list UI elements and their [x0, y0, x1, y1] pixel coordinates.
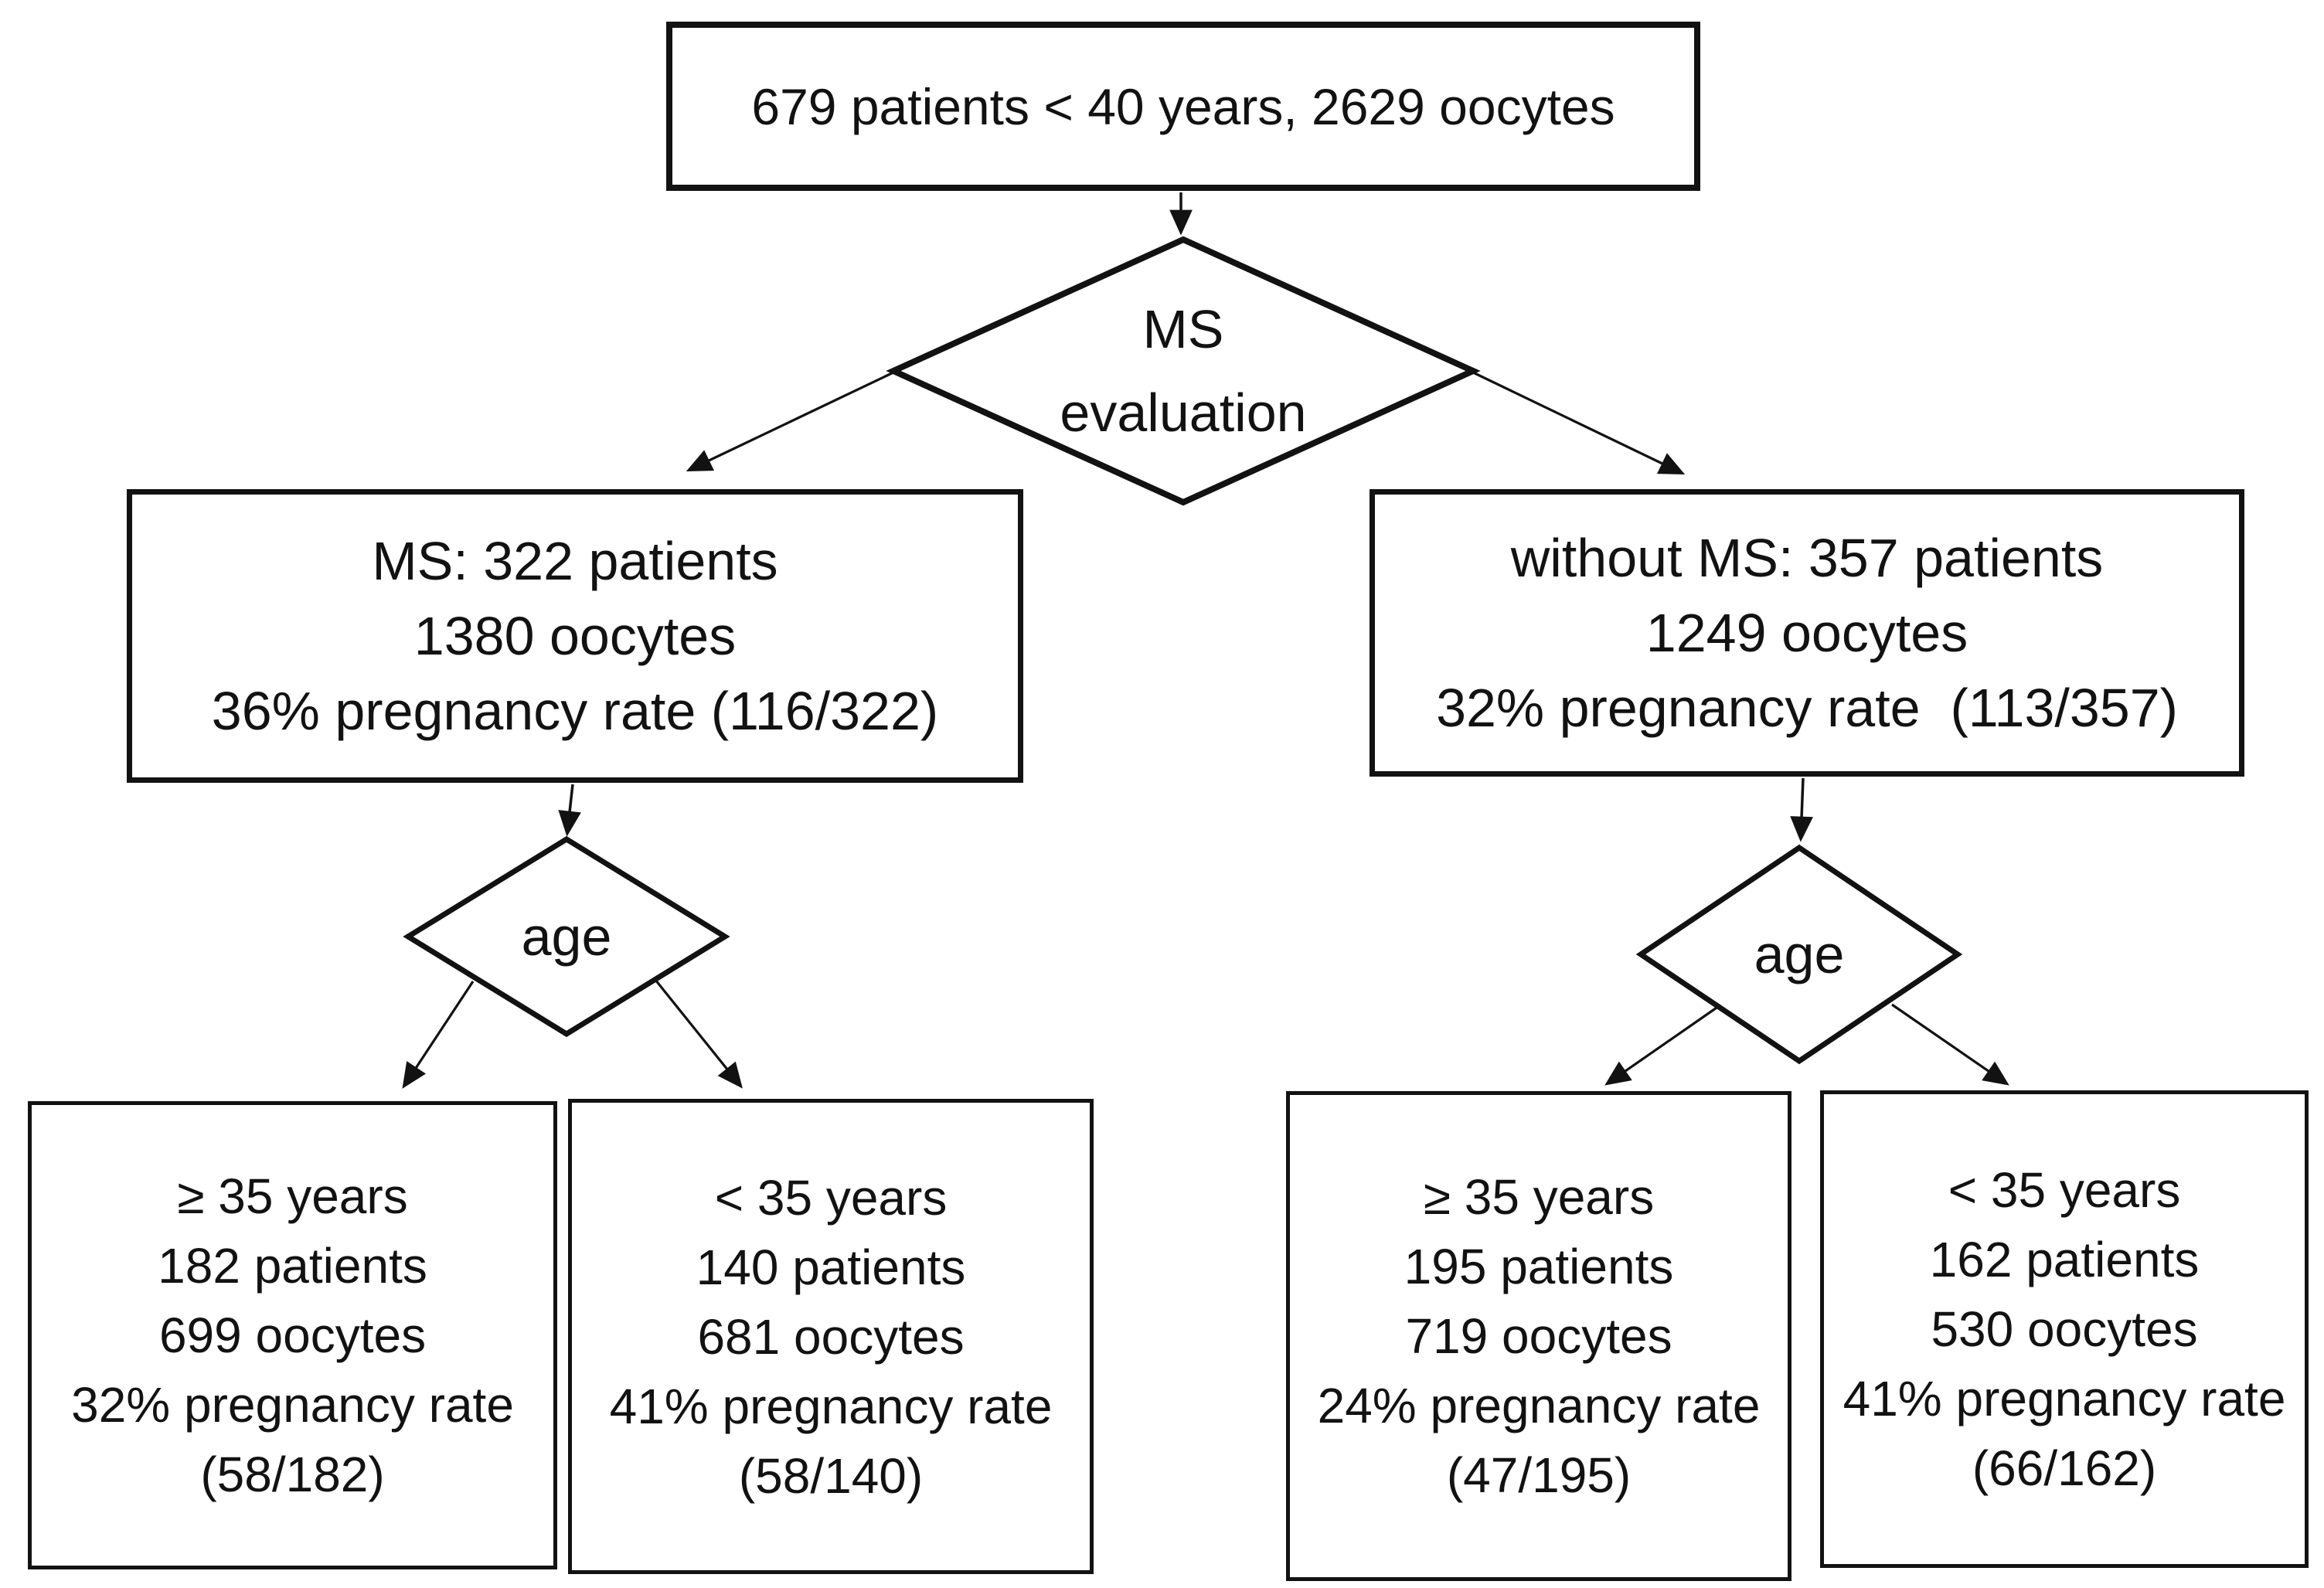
node-ms-lt35-line4: 41% pregnancy rate	[609, 1378, 1053, 1434]
node-without-ms-line3: 32% pregnancy rate (113/357)	[1436, 677, 2178, 738]
node-ms-line1: MS: 322 patients	[372, 530, 778, 591]
node-ms-line3: 36% pregnancy rate (116/322)	[211, 680, 939, 741]
flow-arrow-ms-evaluation-to-without-ms	[1472, 371, 1686, 475]
node-without-ms-ge35: ≥ 35 years 195 patients 719 oocytes 24% …	[1286, 1091, 1791, 1581]
node-without-ms-ge35-line3: 719 oocytes	[1405, 1308, 1672, 1364]
node-without-ms-ge35-line4: 24% pregnancy rate	[1317, 1378, 1761, 1433]
node-without-ms-lt35-line2: 162 patients	[1929, 1232, 2200, 1287]
node-ms-ge35-line1: ≥ 35 years	[177, 1168, 408, 1224]
node-ms-ge35: ≥ 35 years 182 patients 699 oocytes 32% …	[28, 1101, 557, 1569]
diamond-age-right	[1635, 844, 1963, 1065]
flow-arrow-ms-to-age	[558, 784, 581, 837]
node-without-ms-ge35-line2: 195 patients	[1404, 1239, 1674, 1294]
node-ms-lt35-line2: 140 patients	[696, 1239, 966, 1295]
node-ms-lt35-line3: 681 oocytes	[697, 1308, 965, 1365]
node-root: 679 patients < 40 years, 2629 oocytes	[666, 22, 1700, 191]
diamond-ms-evaluation	[886, 236, 1481, 506]
node-without-ms-line2: 1249 oocytes	[1645, 602, 1968, 663]
flow-arrow-without-ms-to-age	[1790, 777, 1813, 842]
diamond-age-left	[403, 835, 730, 1038]
node-ms: MS: 322 patients 1380 oocytes 36% pregna…	[127, 489, 1023, 783]
node-ms-lt35-line5: (58/140)	[738, 1447, 924, 1504]
node-without-ms-lt35-line1: < 35 years	[1948, 1162, 2181, 1218]
node-ms-line2: 1380 oocytes	[413, 605, 737, 666]
node-ms-ge35-line2: 182 patients	[158, 1238, 427, 1294]
flow-arrow-age-to-without-ms-ge35	[1604, 1005, 1720, 1086]
flow-arrow-age-to-ms-lt35	[654, 978, 743, 1089]
node-without-ms-lt35-line3: 530 oocytes	[1931, 1301, 2198, 1357]
node-without-ms-lt35-line4: 41% pregnancy rate	[1843, 1371, 2286, 1426]
node-without-ms-line1: without MS: 357 patients	[1510, 527, 2104, 588]
node-without-ms: without MS: 357 patients 1249 oocytes 32…	[1370, 489, 2244, 777]
node-ms-lt35-line1: < 35 years	[714, 1169, 948, 1226]
node-without-ms-ge35-line1: ≥ 35 years	[1423, 1169, 1655, 1225]
node-root-text: 679 patients < 40 years, 2629 oocytes	[751, 77, 1615, 135]
flow-arrow-ms-evaluation-to-ms	[686, 371, 894, 471]
flow-arrow-age-to-ms-ge35	[402, 981, 475, 1089]
node-without-ms-lt35-line5: (66/162)	[1972, 1440, 2157, 1496]
node-without-ms-lt35: < 35 years 162 patients 530 oocytes 41% …	[1820, 1090, 2309, 1568]
node-ms-ge35-line5: (58/182)	[200, 1447, 385, 1502]
node-without-ms-ge35-line5: (47/195)	[1446, 1447, 1632, 1503]
node-ms-ge35-line3: 699 oocytes	[158, 1307, 427, 1363]
node-ms-lt35: < 35 years 140 patients 681 oocytes 41% …	[568, 1099, 1094, 1574]
node-ms-ge35-line4: 32% pregnancy rate	[71, 1377, 514, 1433]
flow-arrow-age-to-without-ms-lt35	[1891, 1003, 2009, 1086]
